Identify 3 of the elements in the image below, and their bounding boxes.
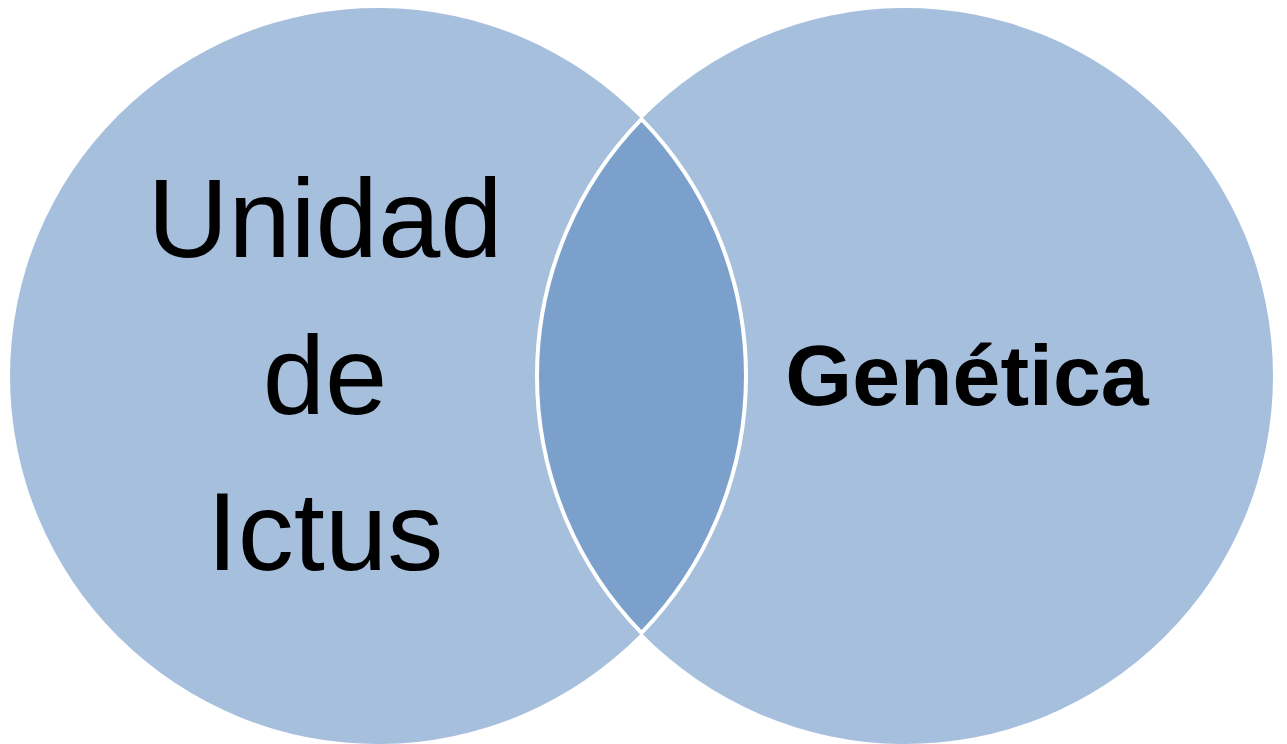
circle-label: Unidad de Ictus	[147, 154, 503, 597]
overlap-region	[535, 117, 748, 635]
circle-label: Genética	[785, 326, 1149, 426]
